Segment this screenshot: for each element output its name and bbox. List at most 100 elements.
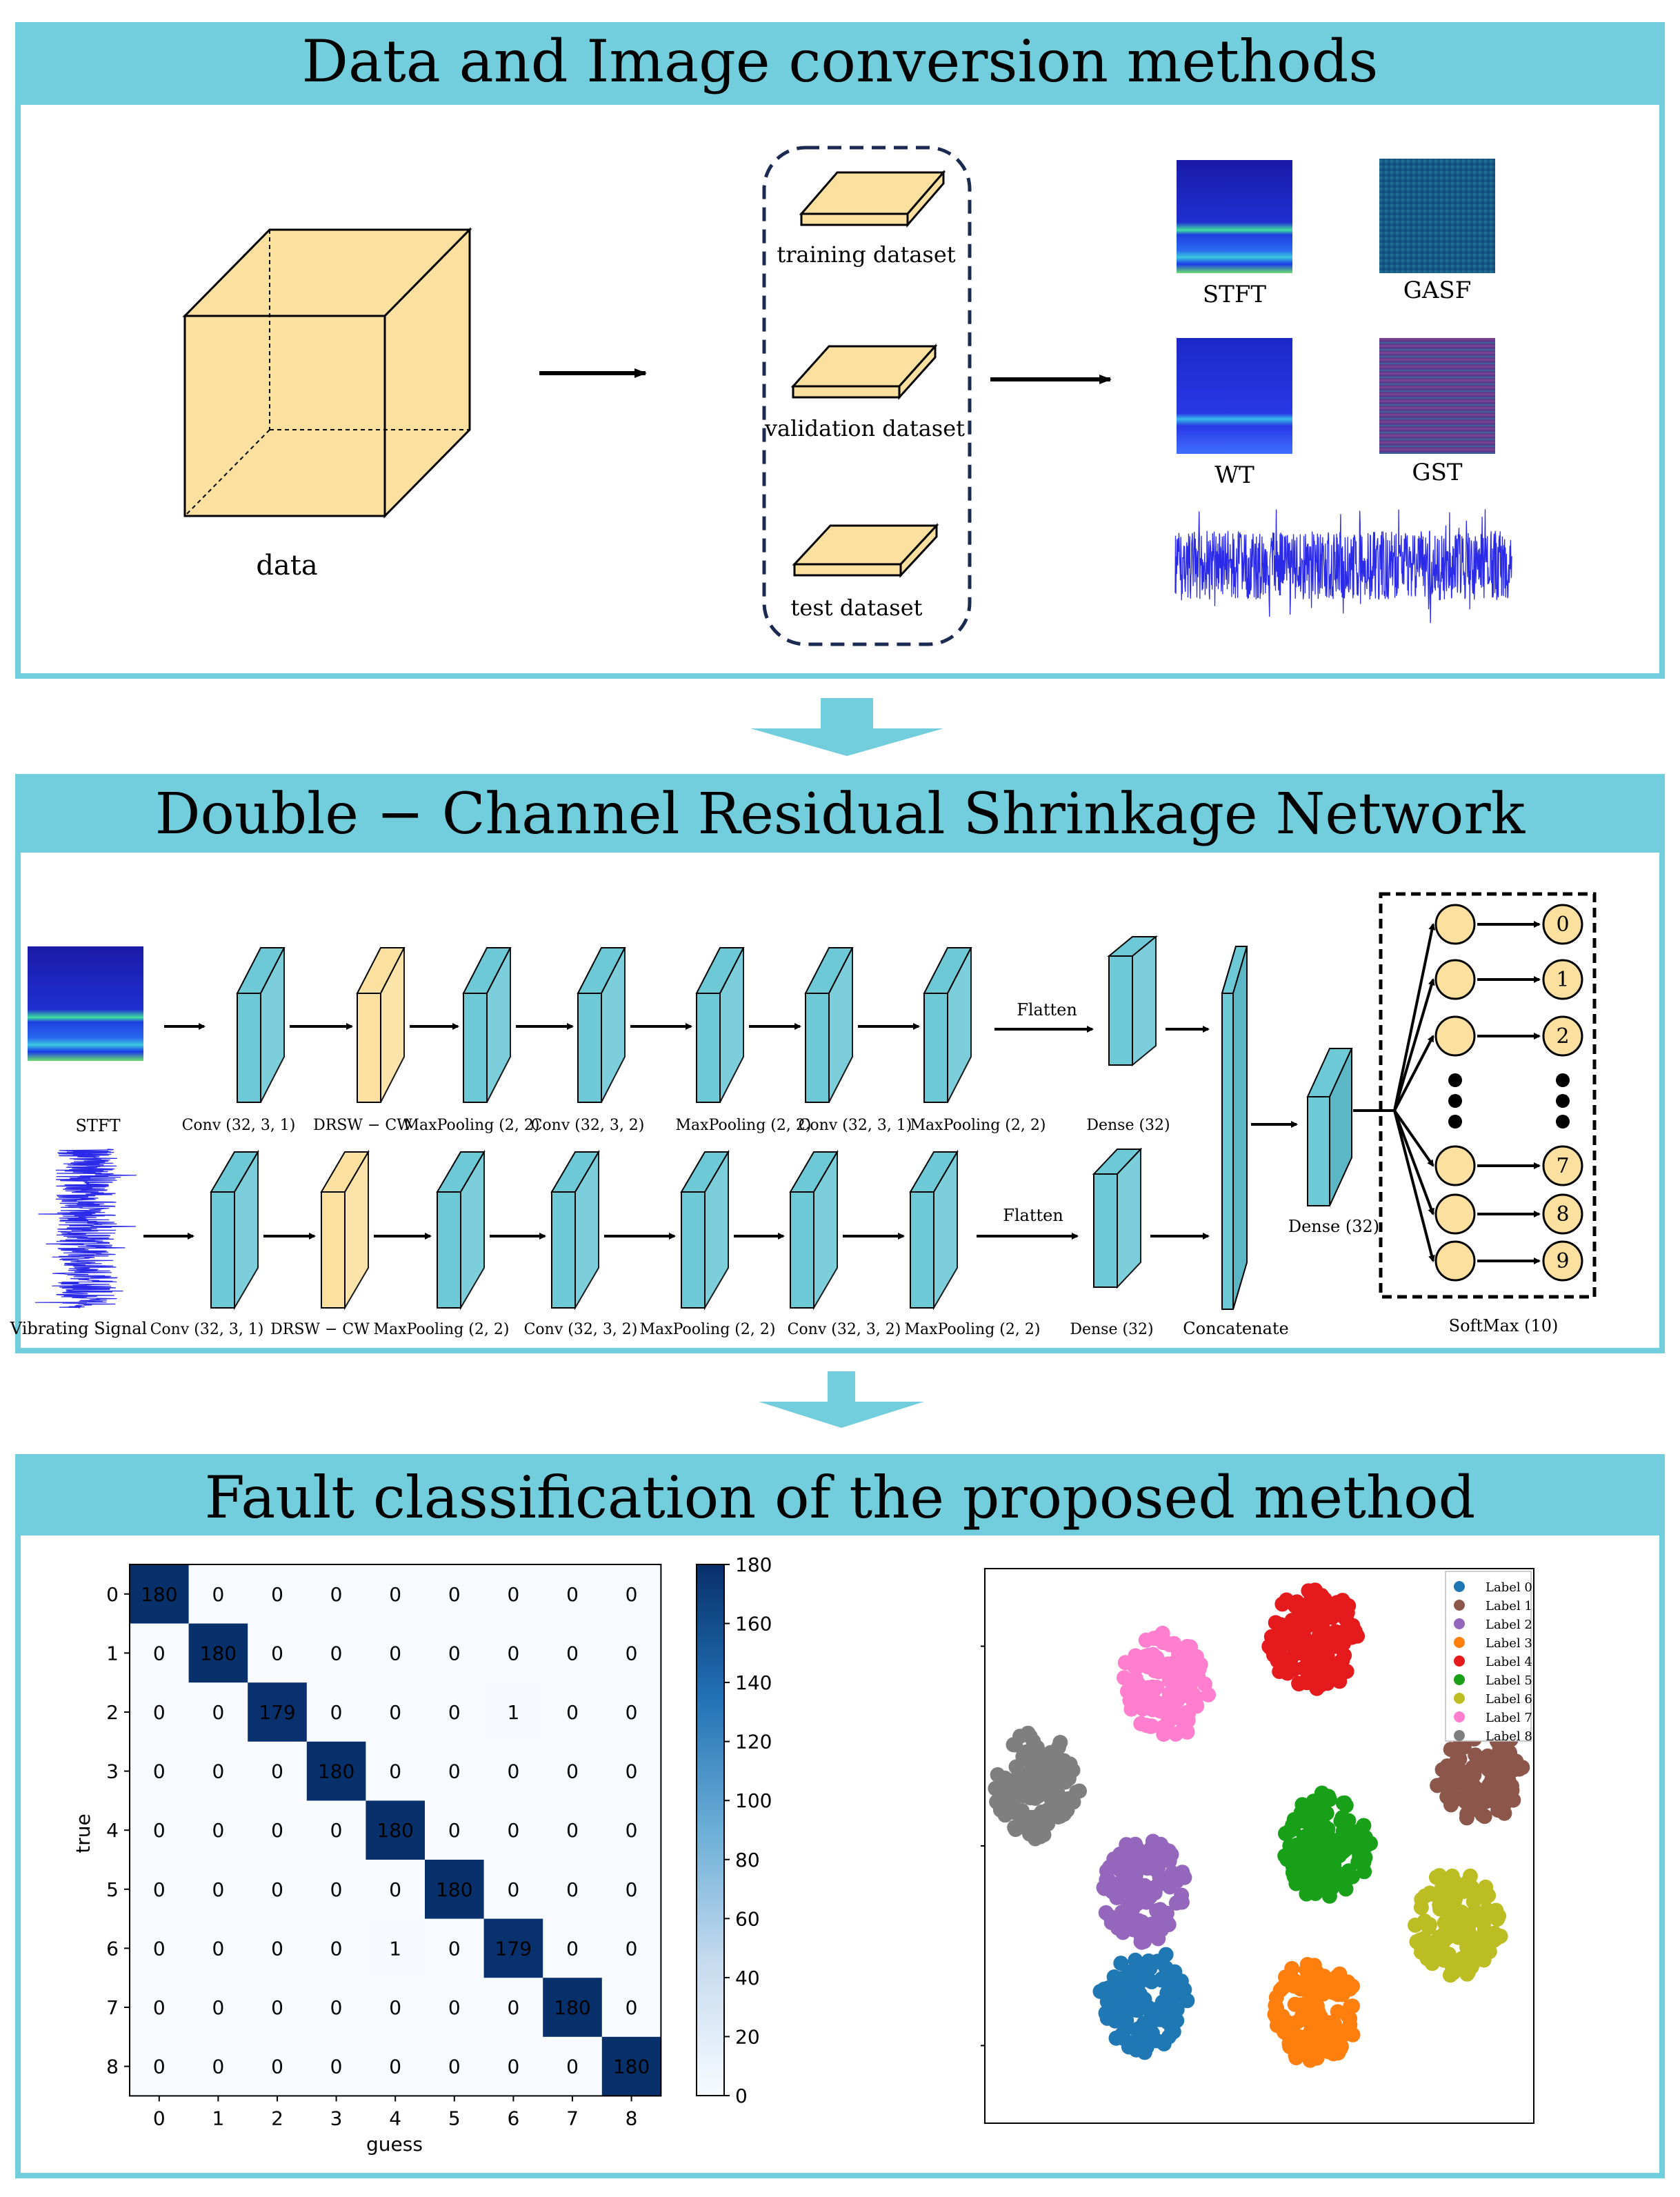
top-layer-1	[356, 947, 406, 1103]
cm-value-2-8: 0	[626, 1701, 638, 1724]
top-layer-2	[462, 947, 512, 1103]
cm-cell-6-1	[188, 1918, 248, 1978]
colorbar-tick-2: 40	[735, 1967, 760, 1989]
legend-label-1: Label 1	[1486, 1599, 1532, 1613]
cm-cell-2-6	[483, 1682, 543, 1742]
ellipsis-dot-right-0	[1556, 1073, 1570, 1087]
scatter-point	[1130, 1854, 1146, 1870]
scatter-point	[1276, 1632, 1292, 1648]
concatenate-label: Concatenate	[1183, 1319, 1288, 1338]
colorbar-tick-0: 0	[735, 2085, 748, 2107]
cm-cell-8-0	[130, 2036, 190, 2096]
scatter-point	[1339, 1613, 1354, 1629]
cm-cell-8-7	[543, 2036, 603, 2096]
scatter-point	[1464, 1802, 1480, 1818]
scatter-point	[1327, 1833, 1343, 1849]
scatter-point	[1179, 1704, 1195, 1720]
cm-cell-5-0	[130, 1860, 190, 1920]
output-node-7	[1542, 1145, 1583, 1186]
cm-value-2-3: 0	[330, 1701, 343, 1724]
cm-value-3-8: 0	[626, 1760, 638, 1783]
bottom-layer-label-0: Conv (32, 3, 1)	[150, 1321, 264, 1338]
cm-xtick-8: 8	[626, 2107, 638, 2129]
scatter-point	[1446, 1773, 1462, 1789]
cm-value-4-8: 0	[626, 1819, 638, 1842]
cm-value-4-5: 0	[448, 1819, 461, 1842]
scatter-point	[1044, 1785, 1060, 1801]
scatter-point	[1309, 1998, 1325, 2014]
scatter-point	[1159, 1635, 1174, 1651]
legend-marker-1	[1454, 1600, 1465, 1611]
section-3-results: Fault classification of the proposed met…	[15, 1454, 1665, 2178]
cm-value-8-8: 180	[613, 2056, 650, 2078]
scatter-point	[1308, 2033, 1323, 2049]
scatter-point	[1137, 2045, 1152, 2060]
scatter-point	[1154, 1971, 1170, 1987]
concatenate-layer	[1221, 946, 1248, 1310]
output-node-2	[1542, 1015, 1583, 1057]
scatter-point	[1432, 1941, 1448, 1957]
scatter-point	[1174, 1894, 1190, 1910]
cm-value-1-2: 0	[271, 1642, 283, 1664]
scatter-point	[1167, 1673, 1183, 1689]
cm-value-2-5: 0	[448, 1701, 461, 1724]
scatter-point	[1323, 2040, 1339, 2056]
top-layer-label-4: MaxPooling (2, 2)	[676, 1117, 812, 1134]
stft-input-image	[28, 946, 143, 1061]
cm-cell-1-0	[130, 1623, 190, 1683]
cm-value-3-3: 180	[318, 1760, 354, 1783]
cm-cell-7-4	[366, 1978, 426, 2038]
bottom-layer-label-4: MaxPooling (2, 2)	[640, 1321, 776, 1338]
cm-cell-6-2	[248, 1918, 308, 1978]
cm-cell-5-8	[601, 1860, 661, 1920]
cm-value-2-7: 0	[566, 1701, 579, 1724]
bottom-layer-label-3: Conv (32, 3, 2)	[524, 1321, 638, 1338]
scatter-point	[1454, 1951, 1470, 1967]
cm-value-6-8: 0	[626, 1937, 638, 1960]
cm-value-5-6: 0	[507, 1878, 519, 1901]
scatter-point	[1466, 1894, 1481, 1910]
cm-value-1-4: 0	[389, 1642, 401, 1664]
scatter-point	[1282, 1838, 1298, 1853]
cm-value-7-4: 0	[389, 1996, 401, 2019]
scatter-point	[1141, 1680, 1156, 1696]
scatter-point	[1434, 1880, 1450, 1895]
scatter-point	[1187, 1666, 1203, 1682]
scatter-point	[1119, 1837, 1134, 1853]
cm-cell-6-4	[366, 1918, 426, 1978]
scatter-point	[1422, 1885, 1438, 1901]
cm-xtick-5: 5	[448, 2107, 461, 2129]
signal-trace	[1174, 509, 1512, 624]
cm-value-4-0: 0	[153, 1819, 166, 1842]
bottom-layer-label-1: DRSW − CW	[270, 1321, 370, 1338]
scatter-point	[1452, 1878, 1468, 1894]
bottom-layer-5	[789, 1149, 839, 1311]
cm-value-8-1: 0	[212, 2056, 224, 2078]
scatter-point	[1128, 1675, 1143, 1691]
wt-image-label: WT	[1214, 461, 1254, 489]
signal-trace	[34, 1149, 137, 1309]
cm-value-6-5: 0	[448, 1937, 461, 1960]
scatter-cluster-6	[1408, 1868, 1508, 1983]
output-node-label-1: 1	[1556, 968, 1569, 992]
cm-cell-2-2	[248, 1682, 308, 1742]
scatter-point	[1056, 1753, 1072, 1769]
ellipsis-dot-right-2	[1556, 1115, 1570, 1129]
cm-cell-4-5	[425, 1800, 485, 1860]
scatter-point	[1050, 1740, 1066, 1756]
cm-cell-0-8	[601, 1564, 661, 1624]
scatter-point	[1464, 1938, 1480, 1954]
scatter-point	[1337, 1874, 1353, 1889]
legend-marker-6	[1454, 1693, 1465, 1704]
gasf-image-label: GASF	[1403, 277, 1472, 304]
cm-cell-1-5	[425, 1623, 485, 1683]
bottom-layer-0	[210, 1149, 259, 1311]
cm-value-7-2: 0	[271, 1996, 283, 2019]
top-layer-4	[695, 947, 745, 1103]
scatter-point	[1096, 1880, 1112, 1896]
output-node-label-0: 0	[1556, 913, 1569, 937]
scatter-point	[1288, 2047, 1303, 2063]
